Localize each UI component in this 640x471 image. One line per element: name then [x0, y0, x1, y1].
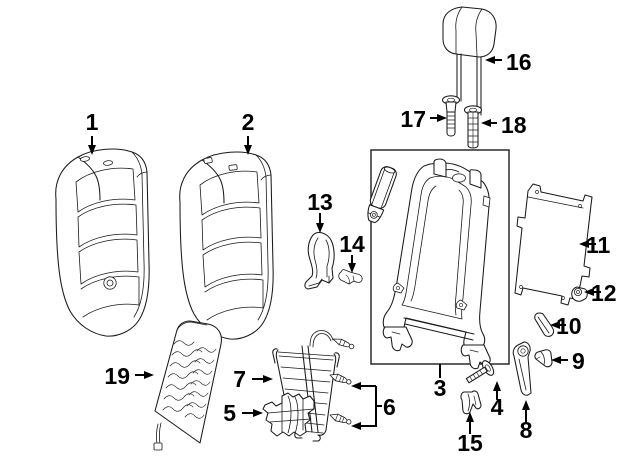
callout-number-7: 7 — [233, 366, 246, 392]
callout-number-15: 15 — [457, 430, 483, 456]
part-18-headrest-guide-bolt-long — [463, 105, 483, 149]
part-19-seat-back-heater-element-mat — [153, 320, 222, 451]
part-8-seat-recliner-handle-lever — [512, 341, 532, 396]
callout-number-3: 3 — [434, 375, 447, 401]
callout-number-10: 10 — [556, 313, 582, 339]
part-9-recliner-handle-knob-cap — [534, 349, 553, 368]
part-10-seat-back-trim-plug-strip — [534, 312, 555, 337]
part-4-frame-mounting-bolt — [465, 360, 495, 384]
callout-number-8: 8 — [520, 417, 533, 443]
callout-number-4: 4 — [491, 394, 504, 420]
part-3-seat-back-frame-assembly — [367, 158, 491, 370]
callout-number-1: 1 — [86, 109, 99, 135]
callout-leaders — [88, 56, 601, 434]
part-17-headrest-guide-bolt-short — [441, 95, 461, 137]
part-14-guide-bracket-retaining-clip — [338, 269, 363, 285]
callout-number-13: 13 — [307, 189, 333, 215]
callout-number-9: 9 — [572, 348, 585, 374]
part-16-head-restraint-headrest — [442, 6, 497, 116]
callout-number-14: 14 — [339, 231, 365, 257]
callout-number-18: 18 — [501, 112, 527, 138]
part-1-seat-back-cushion-cover-left — [55, 148, 150, 337]
callout-number-17: 17 — [400, 106, 426, 132]
part-13-seat-belt-guide-bracket — [304, 232, 335, 290]
callout-number-11: 11 — [586, 232, 611, 258]
callout-number-6: 6 — [383, 394, 396, 420]
callout-number-5: 5 — [223, 400, 236, 426]
part-2-seat-back-cushion-cover-right — [179, 151, 274, 340]
callout-number-12: 12 — [591, 280, 617, 306]
callout-number-2: 2 — [242, 109, 255, 135]
part-6-seat-wiring-connector-pair — [329, 373, 352, 425]
callout-number-16: 16 — [506, 49, 532, 75]
part-15-wire-harness-retainer-clip — [460, 390, 482, 415]
part-5-lumbar-support-clip-bracket — [262, 392, 315, 437]
callout-numbers: 1 2 3 4 5 6 7 8 9 10 11 12 13 14 15 16 1… — [86, 49, 617, 456]
part-12-back-panel-retainer-grommet — [571, 286, 588, 302]
callout-number-19: 19 — [104, 363, 130, 389]
